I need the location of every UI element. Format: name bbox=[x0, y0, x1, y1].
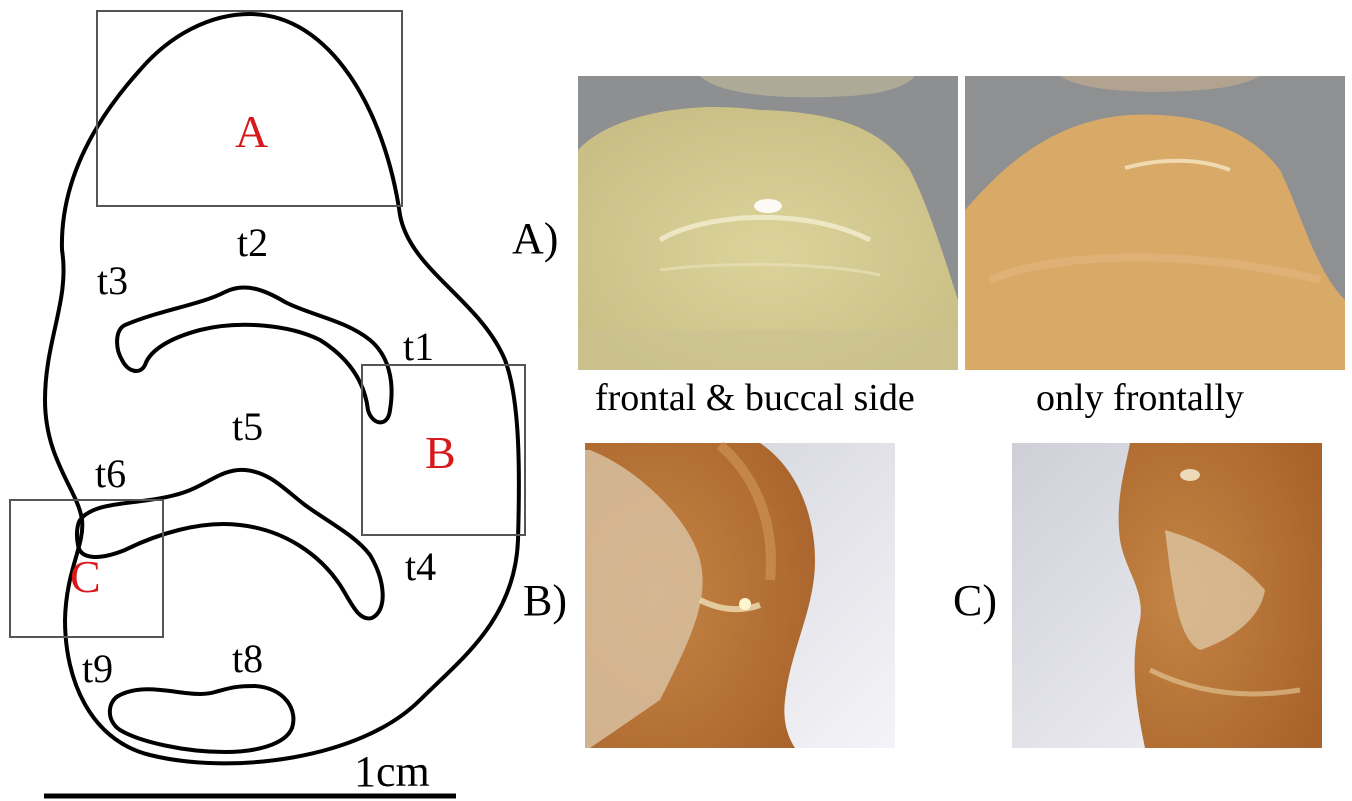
tubercle-label-t1: t1 bbox=[403, 324, 434, 369]
caption-frontal-buccal: frontal & buccal side bbox=[595, 377, 915, 419]
panel-label-b: B) bbox=[523, 576, 567, 625]
panel-label-a: A) bbox=[512, 214, 558, 263]
tubercle-label-t6: t6 bbox=[95, 451, 126, 496]
panel-label-c: C) bbox=[953, 576, 997, 625]
tooth-inner-loop-upper bbox=[117, 287, 391, 422]
caption-frontal-only: only frontally bbox=[1036, 377, 1244, 419]
tubercle-label-t2: t2 bbox=[237, 220, 268, 265]
tubercle-label-t5: t5 bbox=[232, 404, 263, 449]
region-label-b: B bbox=[425, 427, 456, 478]
tubercle-label-t3: t3 bbox=[97, 258, 128, 303]
region-label-c: C bbox=[70, 551, 101, 602]
photo-panel-a: A) frontal & buccal side only frontally bbox=[512, 76, 1345, 419]
photo-a-frontal-buccal bbox=[578, 76, 958, 370]
tooth-outline-diagram: A B C t1 t2 t3 t4 t5 t6 t8 t9 1cm bbox=[10, 11, 525, 796]
photo-a-frontal-only bbox=[965, 76, 1345, 370]
tooth-inner-loop-lower bbox=[110, 686, 294, 752]
photo-panel-b: B) bbox=[523, 443, 895, 748]
tubercle-label-t4: t4 bbox=[405, 544, 436, 589]
tubercle-label-t9: t9 bbox=[82, 646, 113, 691]
scale-bar-label: 1cm bbox=[354, 747, 430, 796]
tooth-outer-outline bbox=[45, 14, 519, 763]
tubercle-label-t8: t8 bbox=[232, 636, 263, 681]
photo-panel-c: C) bbox=[953, 443, 1322, 748]
region-label-a: A bbox=[235, 106, 268, 157]
